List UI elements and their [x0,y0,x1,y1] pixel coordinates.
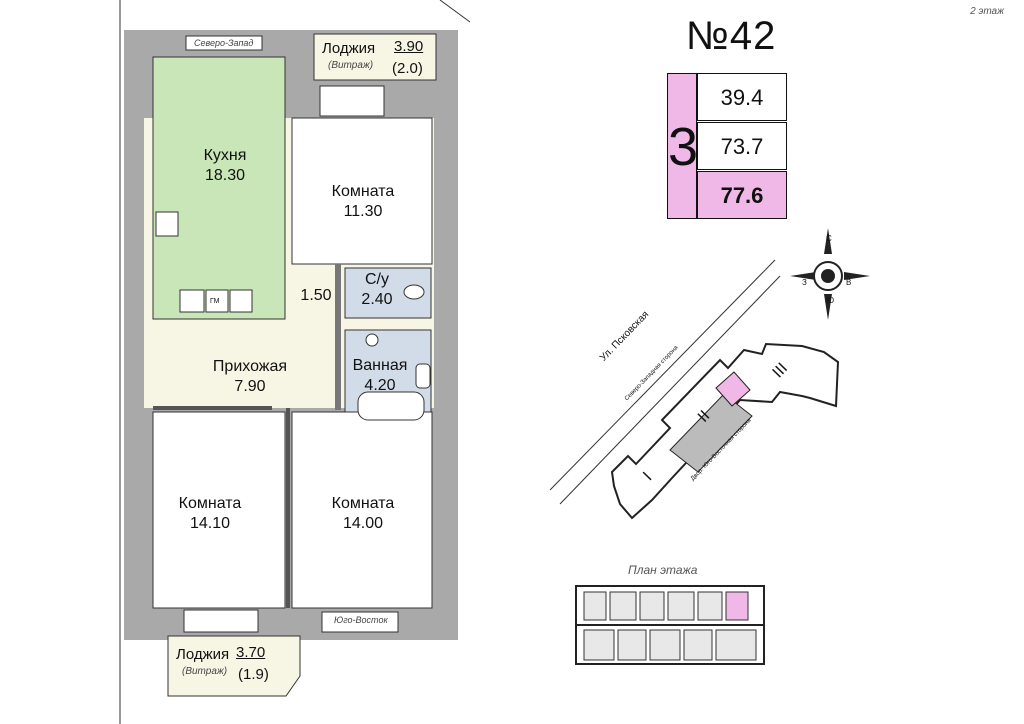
window [183,609,259,633]
room-name: С/у [365,271,389,288]
room-top-label: Комната 11.30 [318,182,408,222]
toilet [403,284,425,300]
gm-label: ГМ [210,298,220,305]
floor-plan-title: План этажа [628,563,698,577]
window [321,611,399,633]
loggia-area: 3.70 [236,644,266,661]
stove [155,211,179,237]
loggia-top-label: Лоджия 3.90 (Витраж) (2.0) [322,38,434,82]
loggia-name: Лоджия [322,40,376,57]
room-name: Комната [331,183,395,200]
kitchen-area [152,56,286,320]
orientation-bottom: Юго-Восток [334,615,388,625]
room-area: 4.20 [364,377,396,394]
loggia-note: (Витраж) [328,60,374,71]
bathtub [357,391,425,421]
cabinet [229,289,253,313]
loggia-bottom-label: Лоджия 3.70 (Витраж) (1.9) [176,644,296,688]
total-area: 77.6 [697,171,787,219]
kitchen-label: Кухня 18.30 [180,146,270,186]
floor-label: 2 этаж [970,6,1004,17]
compass-w: З [802,278,807,287]
room-area: 2.40 [361,291,393,308]
apartment-stats: 3 39.4 73.7 77.6 [667,73,787,219]
apartment-highlight [725,591,749,621]
bath-label: Ванная 4.20 [345,356,415,396]
section-hatch [669,393,753,473]
room-area: 14.00 [342,515,384,532]
corridor-area: 1.50 [300,287,332,304]
loggia-area: 3.90 [394,38,424,55]
loggia-top-area [313,33,437,81]
hall-label: Прихожая 7.90 [205,357,295,397]
apartment-number: №42 [686,14,777,58]
loggia-area-reduced: (1.9) [238,666,269,683]
rooms-count: 3 [667,73,698,219]
room-name: Комната [331,495,395,512]
room-br-area [291,411,433,609]
balcony-door [319,85,385,117]
sink-kitchen [179,289,205,313]
wc-label: С/у 2.40 [352,270,402,310]
compass-n: С [826,234,832,243]
compass-icon [790,228,870,320]
loggia-area-reduced: (2.0) [392,60,423,77]
window [185,35,263,51]
room-area: 14.10 [189,515,231,532]
apartment-highlight [715,371,751,407]
living-area: 39.4 [697,73,787,121]
washer [365,333,379,347]
room-area: 7.90 [234,378,266,395]
room-br-label: Комната 14.00 [318,494,408,534]
room-name: Ванная [352,357,408,374]
room-bl-area [152,411,286,609]
orientation-top: Северо-Запад [194,38,254,48]
room-area: 11.30 [343,203,383,220]
loggia-name: Лоджия [176,646,230,663]
room-name: Кухня [203,147,247,164]
room-name: Прихожая [212,358,288,375]
room-bl-label: Комната 14.10 [165,494,255,534]
gas-meter [205,289,229,313]
site-plan [549,259,840,520]
room-name: Комната [178,495,242,512]
room-top-area [291,117,433,265]
loggia-note: (Витраж) [182,666,228,677]
building-outline [610,342,840,520]
floor-plan-thumbnail [575,585,765,665]
room-area: 18.30 [204,167,246,184]
compass-s: Ю [826,296,835,305]
apartment-area: 73.7 [697,122,787,170]
loggia-bottom-area [167,635,301,697]
sink [415,363,431,389]
compass-e: В [846,278,852,287]
